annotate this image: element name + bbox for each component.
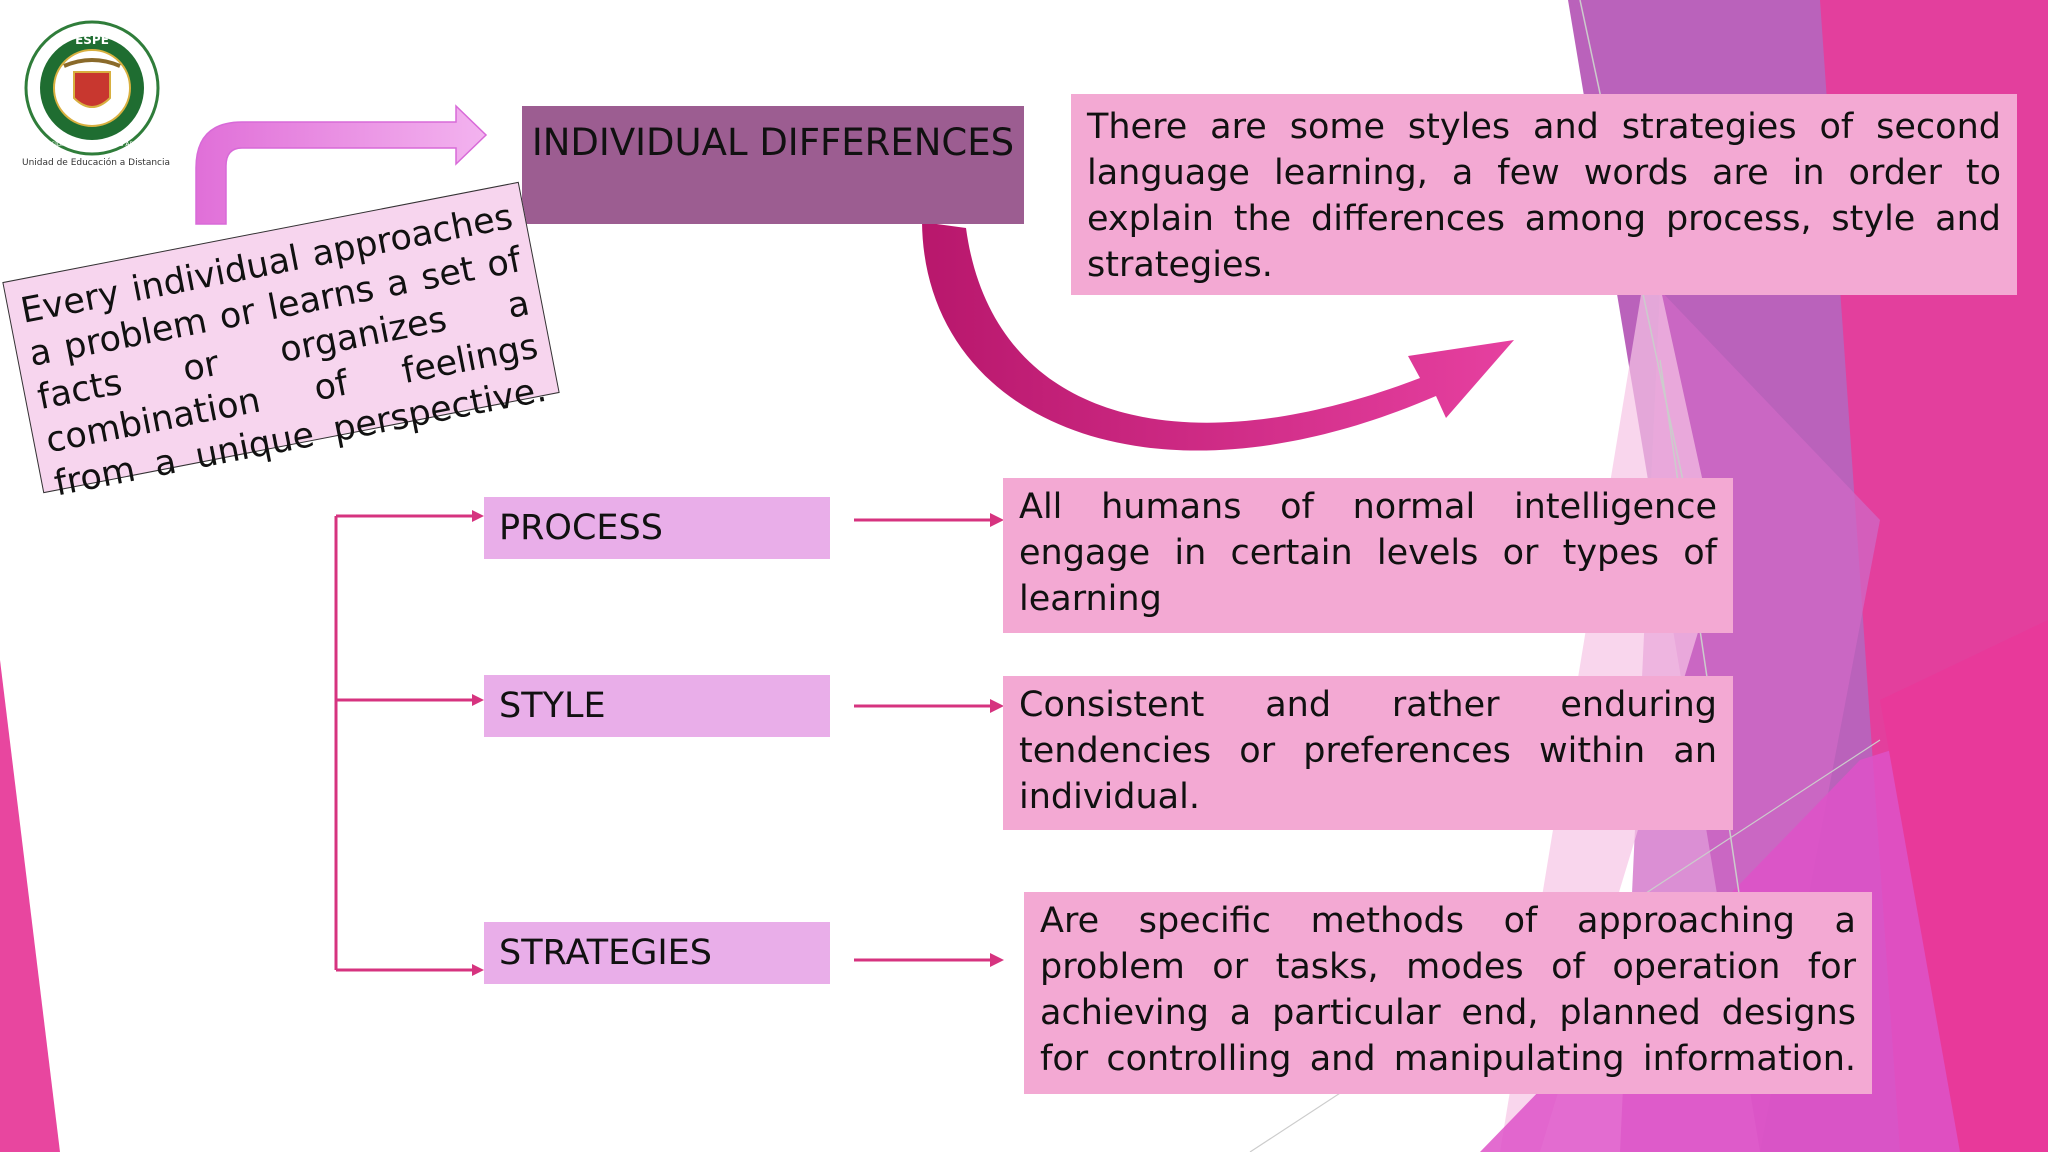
shield-icon [73, 71, 111, 108]
concept-label-process: PROCESS [484, 497, 830, 559]
bracket-connector [334, 514, 478, 972]
link-arrows [854, 518, 992, 962]
bent-arrow [195, 104, 488, 225]
eagle-wings-icon [63, 58, 121, 68]
concept-label-strategies: STRATEGIES [484, 922, 830, 984]
logo-motto: ESPE [75, 33, 109, 47]
bg-facet [1880, 620, 2048, 1152]
bg-facet [0, 660, 60, 1152]
title-box: INDIVIDUAL DIFFERENCES [522, 106, 1024, 224]
concept-description-style: Consistent and rather enduring tendencie… [1003, 676, 1733, 830]
overview-note: There are some styles and strategies of … [1071, 94, 2017, 295]
curved-arrow [922, 222, 1514, 451]
logo-caption: Unidad de Educación a Distancia [22, 158, 170, 168]
logo-ring-text: UNIVERSIDAD DE LAS FUERZAS ARMADAS [29, 141, 156, 148]
concept-label-style: STYLE [484, 675, 830, 737]
university-logo: ESPE UNIVERSIDAD DE LAS FUERZAS ARMADAS [24, 20, 160, 156]
concept-description-strategies: Are specific methods of approaching a pr… [1024, 892, 1872, 1094]
concept-description-process: All humans of normal intelligence engage… [1003, 478, 1733, 633]
bracket-arrowheads [472, 510, 484, 976]
link-arrowheads [990, 513, 1004, 967]
